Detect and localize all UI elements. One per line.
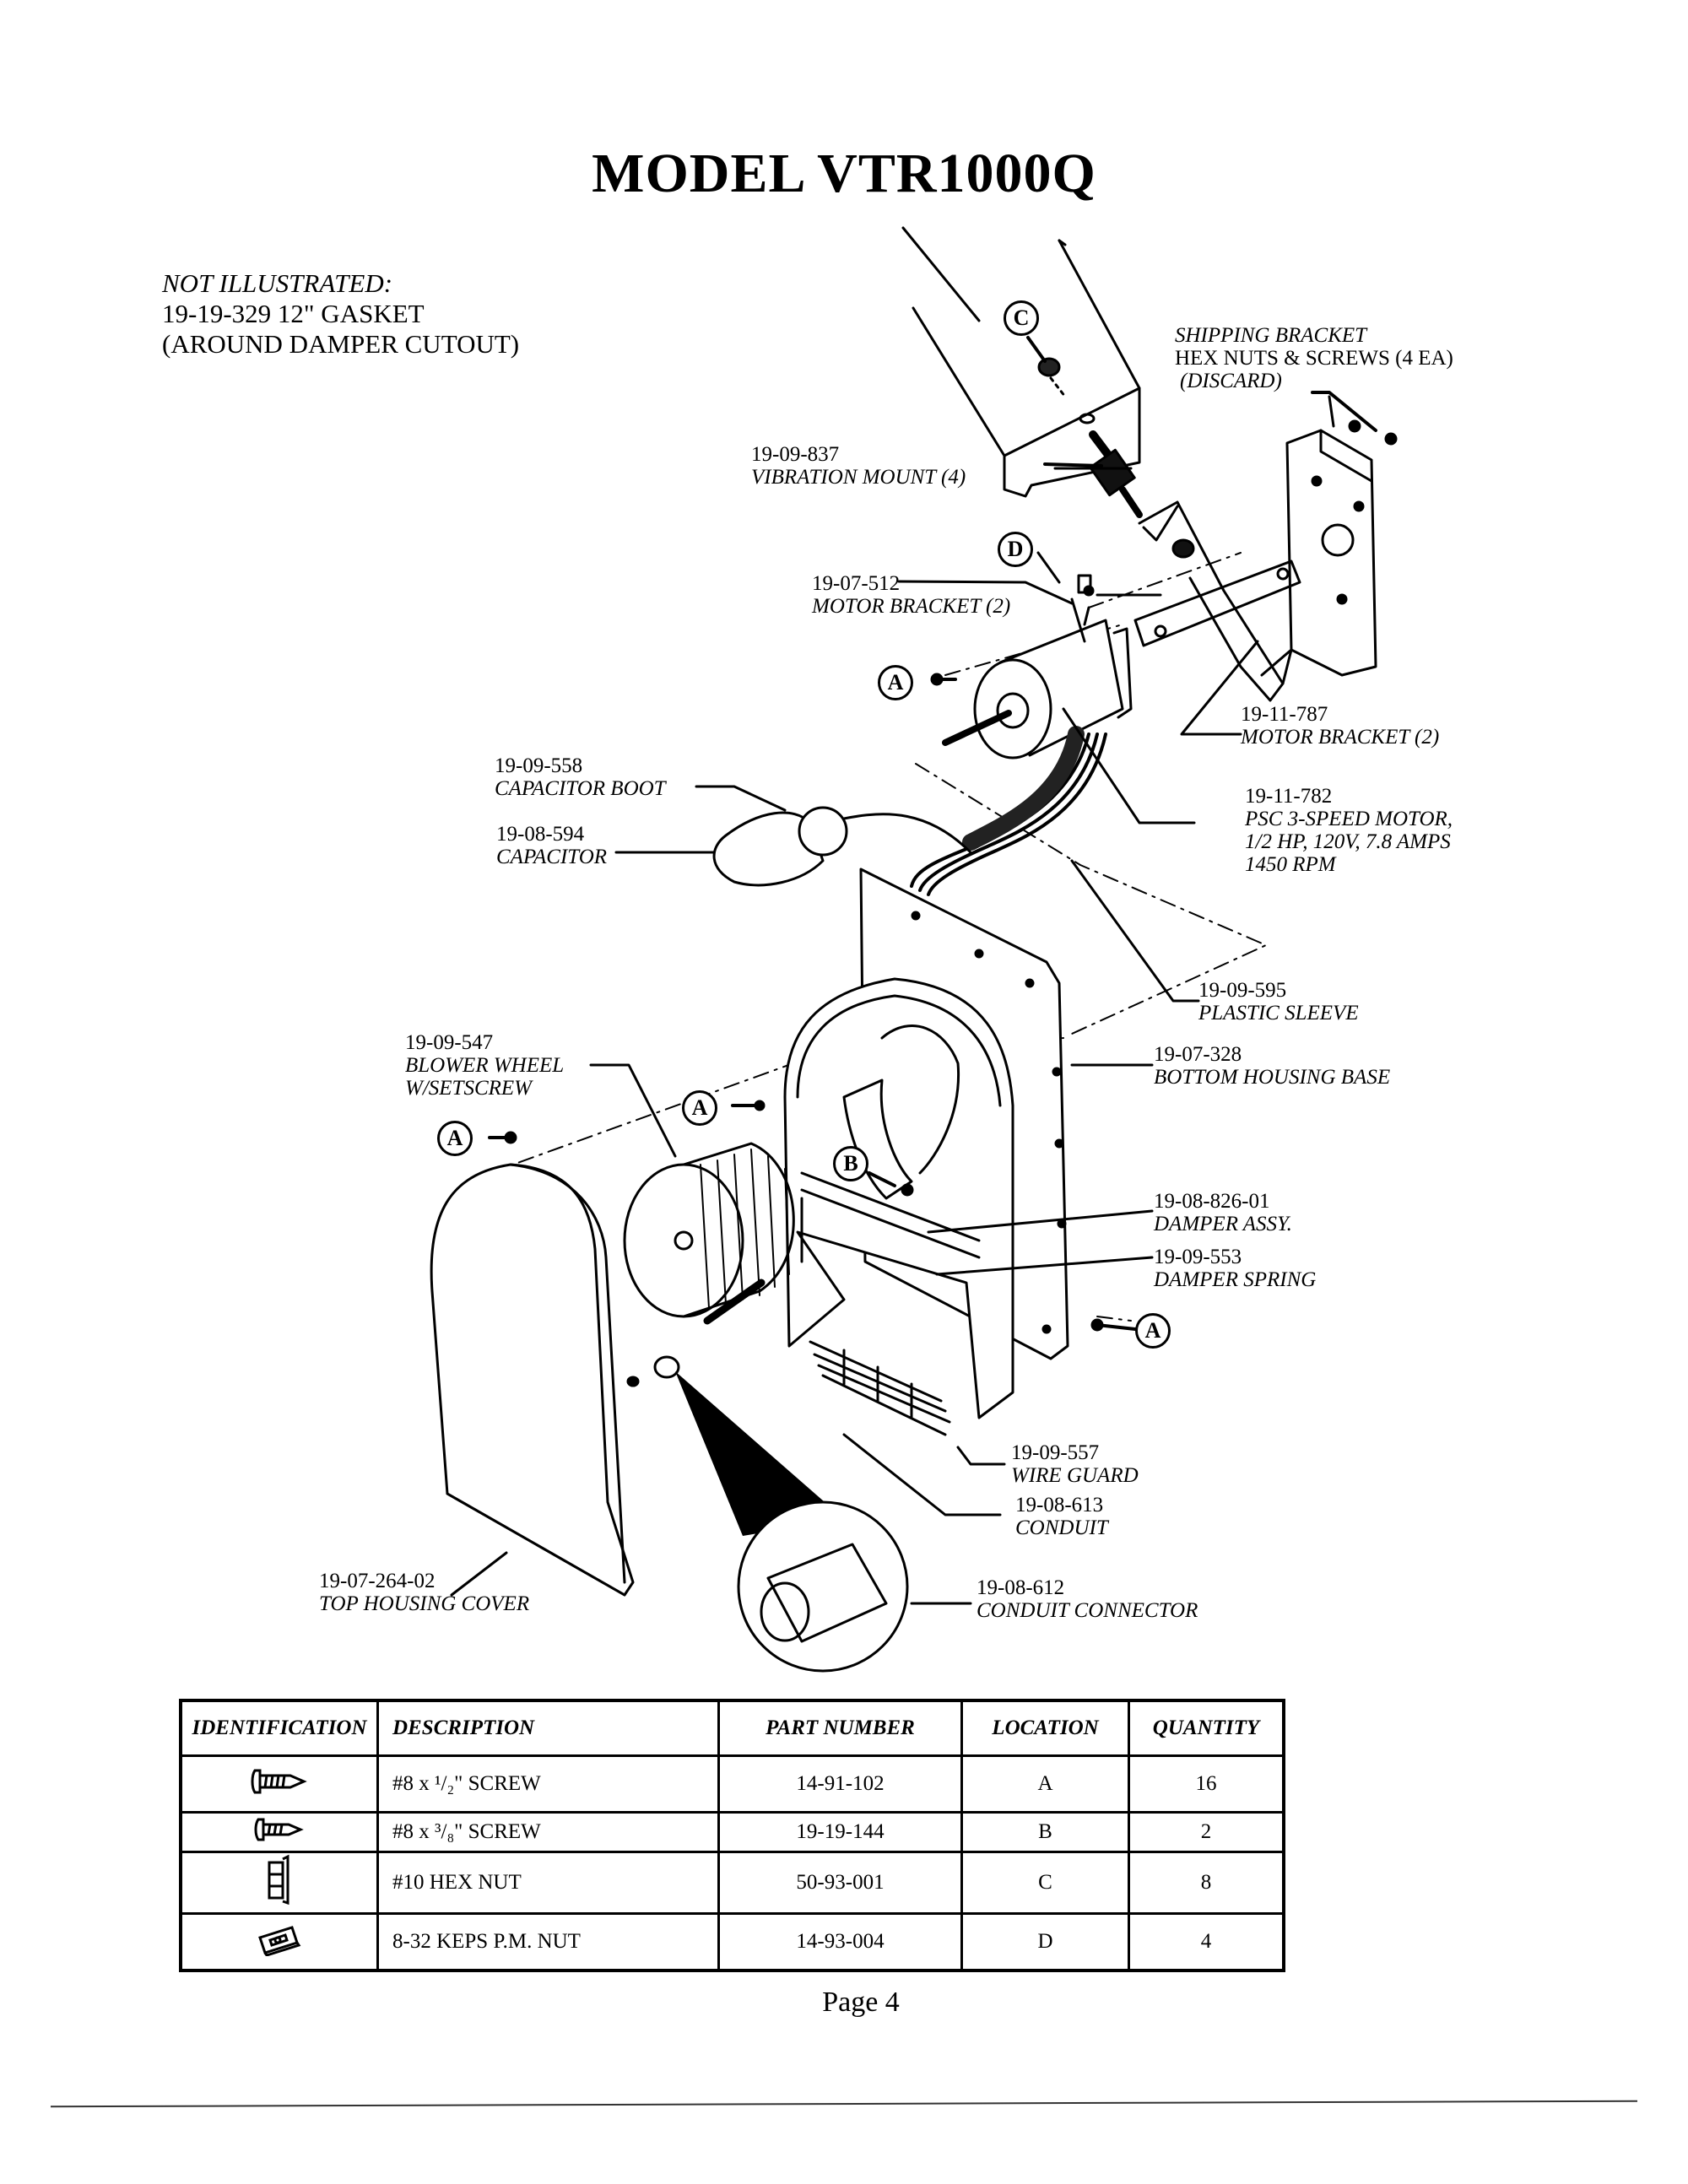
screw-icon — [254, 1818, 304, 1841]
label-top-housing-cover: 19-07-264-02 TOP HOUSING COVER — [319, 1570, 530, 1615]
description-cell: 8-32 KEPS P.M. NUT — [376, 1912, 720, 1972]
gasket-line: 19-19-329 12" GASKET — [162, 299, 425, 328]
label-shipping-bracket: SHIPPING BRACKET HEX NUTS & SCREWS (4 EA… — [1175, 324, 1453, 392]
label-conduit-connector: 19-08-612 CONDUIT CONNECTOR — [977, 1576, 1198, 1622]
page-title: MODEL VTR1000Q — [592, 143, 1096, 204]
label-capacitor-boot: 19-09-558 CAPACITOR BOOT — [495, 754, 666, 800]
location-cell: A — [960, 1754, 1130, 1814]
location-cell: B — [960, 1811, 1130, 1853]
table-row: #8 x ¹/₂" SCREW 14-91-102 A 16 — [179, 1754, 1285, 1814]
identification-cell — [179, 1912, 379, 1972]
table-row: 8-32 KEPS P.M. NUT 14-93-004 D 4 — [179, 1912, 1285, 1972]
motor-bracket-arms — [1133, 500, 1301, 702]
callout-c: C — [1004, 300, 1039, 336]
keps-nut-icon — [258, 1925, 301, 1957]
callout-connectors — [488, 678, 1137, 1331]
header-part-number: PART NUMBER — [717, 1699, 963, 1757]
label-blower-wheel: 19-09-547 BLOWER WHEEL W/SETSCREW — [405, 1031, 565, 1100]
description-cell: #10 HEX NUT — [376, 1851, 720, 1915]
callout-a-base: A — [1135, 1313, 1171, 1349]
label-wire-guard: 19-09-557 WIRE GUARD — [1011, 1441, 1139, 1487]
identification-cell — [179, 1851, 379, 1915]
not-illustrated-item: 19-19-329 12" GASKET — [162, 299, 519, 329]
label-motor-bracket-787: 19-11-787 MOTOR BRACKET (2) — [1241, 703, 1440, 749]
label-motor: 19-11-782 PSC 3-SPEED MOTOR, 1/2 HP, 120… — [1245, 785, 1453, 876]
quantity-cell: 4 — [1128, 1912, 1285, 1972]
header-quantity: QUANTITY — [1128, 1699, 1285, 1757]
callout-a-housing: A — [682, 1090, 717, 1126]
label-capacitor: 19-08-594 CAPACITOR — [496, 823, 608, 868]
not-illustrated-heading: NOT ILLUSTRATED: — [162, 268, 393, 298]
identification-cell — [179, 1754, 379, 1814]
table-row: #8 x ³/₈" SCREW 19-19-144 B 2 — [179, 1811, 1285, 1853]
vibration-mount — [1043, 413, 1143, 518]
callout-a-cover: A — [437, 1121, 473, 1156]
part-number-cell: 50-93-001 — [717, 1851, 963, 1915]
quantity-cell: 8 — [1128, 1851, 1285, 1915]
identification-cell — [179, 1811, 379, 1853]
page-number: Page 4 — [822, 1987, 900, 2018]
table-header-row: IDENTIFICATION DESCRIPTION PART NUMBER L… — [179, 1699, 1285, 1757]
table-row: #10 HEX NUT 50-93-001 C 8 — [179, 1851, 1285, 1915]
hex-nut-c — [1026, 336, 1067, 398]
leader-lines — [450, 226, 1259, 1605]
label-damper-spring: 19-09-553 DAMPER SPRING — [1154, 1246, 1317, 1291]
not-illustrated-location: (AROUND DAMPER CUTOUT) — [162, 329, 520, 359]
part-number-cell: 14-93-004 — [717, 1912, 963, 1972]
location-cell: D — [960, 1912, 1130, 1972]
label-vibration-mount: 19-09-837 VIBRATION MOUNT (4) — [751, 443, 966, 489]
label-bottom-housing-base: 19-07-328 BOTTOM HOUSING BASE — [1154, 1043, 1391, 1089]
screw-icon — [251, 1769, 307, 1793]
not-illustrated-note: NOT ILLUSTRATED: 19-19-329 12" GASKET (A… — [162, 268, 519, 359]
quantity-cell: 2 — [1128, 1811, 1285, 1853]
location-cell: C — [960, 1851, 1130, 1915]
cabinet-top-section — [912, 239, 1141, 498]
callout-a-motor: A — [878, 665, 913, 700]
description-cell: #8 x ¹/₂" SCREW — [376, 1754, 720, 1814]
capacitor — [712, 806, 972, 887]
label-plastic-sleeve: 19-09-595 PLASTIC SLEEVE — [1198, 979, 1359, 1024]
label-conduit: 19-08-613 CONDUIT — [1015, 1494, 1108, 1539]
hardware-table: IDENTIFICATION DESCRIPTION PART NUMBER L… — [179, 1699, 1285, 1972]
conduit-assembly — [626, 1279, 909, 1673]
blower-scroll-housing — [783, 977, 1014, 1419]
label-damper-assy: 19-08-826-01 DAMPER ASSY. — [1154, 1190, 1292, 1235]
label-motor-bracket-512: 19-07-512 MOTOR BRACKET (2) — [812, 572, 1011, 618]
quantity-cell: 16 — [1128, 1754, 1285, 1814]
part-number-cell: 14-91-102 — [717, 1754, 963, 1814]
wire-guard — [809, 1340, 951, 1436]
blower-wheel — [623, 1142, 795, 1318]
header-location: LOCATION — [960, 1699, 1130, 1757]
description-cell: #8 x ³/₈" SCREW — [376, 1811, 720, 1853]
header-description: DESCRIPTION — [376, 1699, 720, 1757]
motor — [942, 574, 1133, 760]
header-identification: IDENTIFICATION — [179, 1699, 379, 1757]
callout-b: B — [833, 1146, 868, 1181]
top-housing-cover — [430, 1163, 635, 1597]
shipping-bracket — [1285, 391, 1398, 677]
hex-nut-icon — [268, 1854, 289, 1905]
wire-harness — [910, 726, 1107, 896]
part-number-cell: 19-19-144 — [717, 1811, 963, 1853]
callout-d: D — [998, 532, 1033, 567]
